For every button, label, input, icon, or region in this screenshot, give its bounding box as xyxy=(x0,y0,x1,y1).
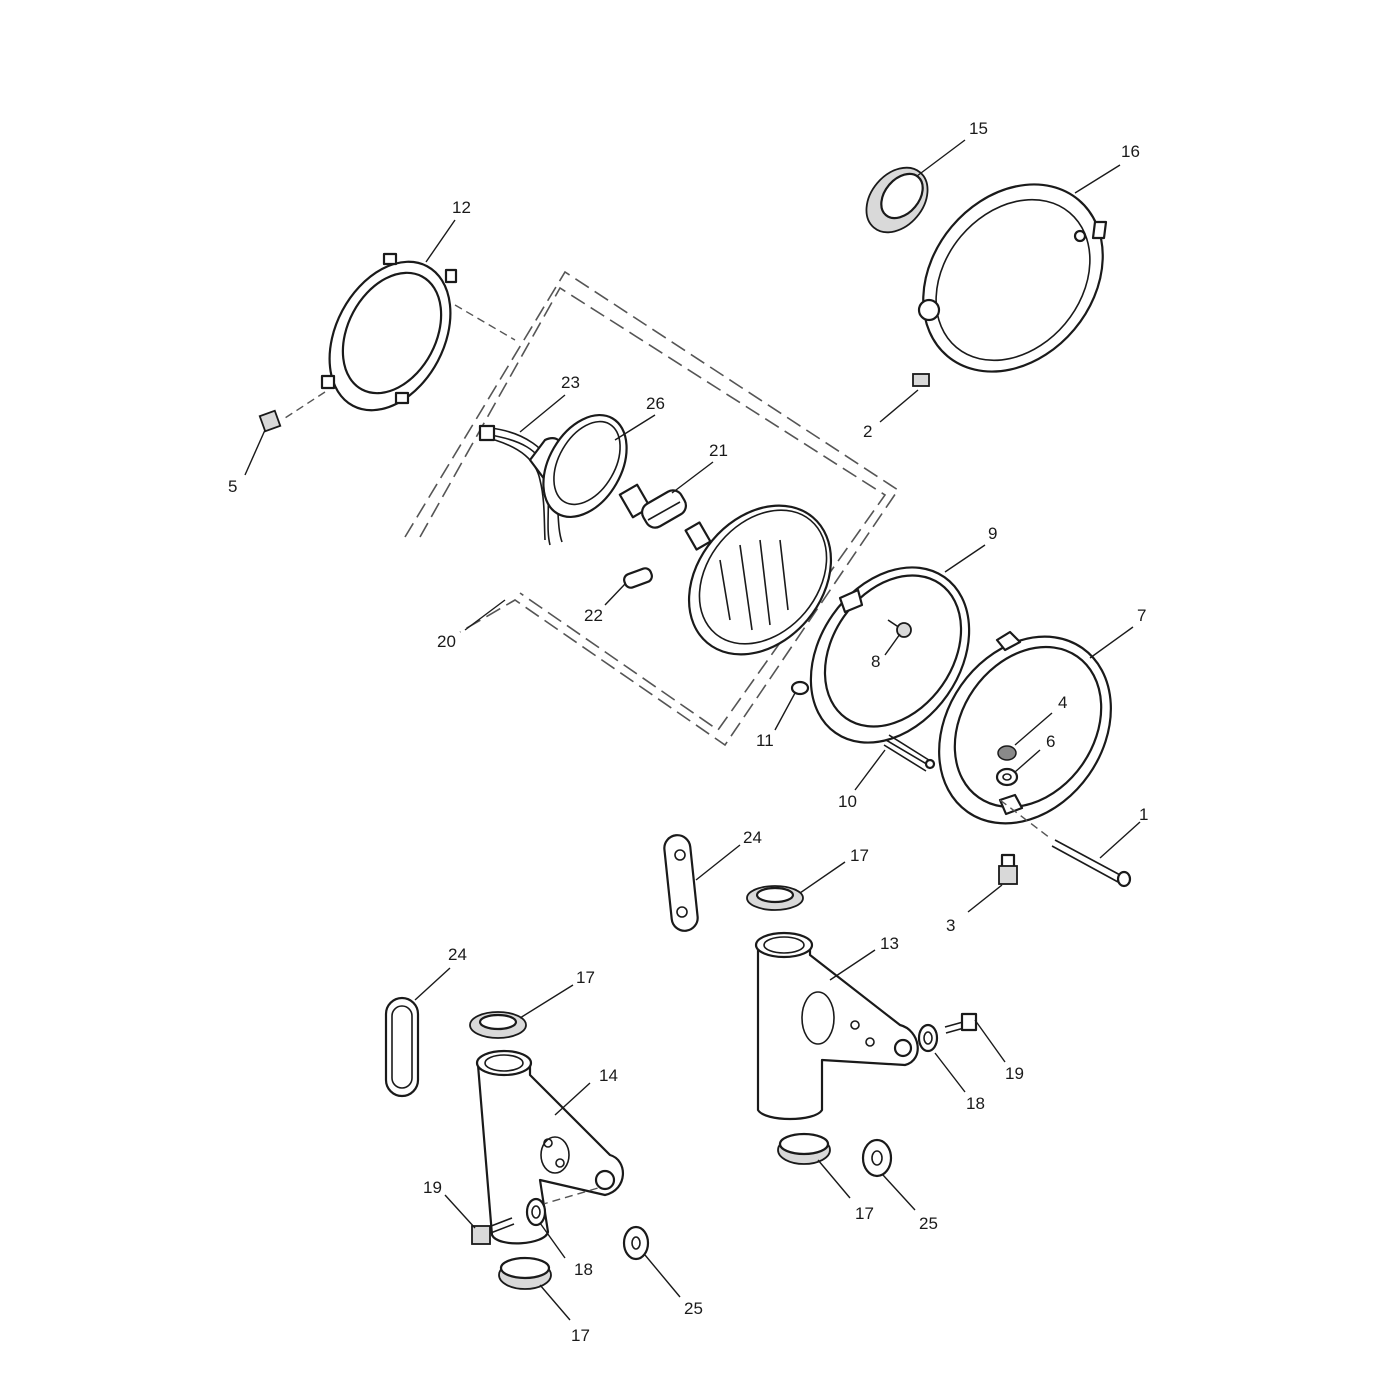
part-26-reflector xyxy=(542,413,628,519)
part-17-rubber-washer-lower-right xyxy=(777,1132,831,1165)
callout-1: 1 xyxy=(1139,805,1148,824)
callout-24-lower: 24 xyxy=(448,945,467,964)
part-12-headlamp-rim xyxy=(284,252,516,419)
part-18-washer-right xyxy=(917,1023,939,1053)
callout-18-left: 18 xyxy=(574,1260,593,1279)
callout-17-upper-left: 17 xyxy=(576,968,595,987)
part-24-rubber-pad-lower xyxy=(384,996,420,1098)
part-2-screw xyxy=(912,373,930,387)
callout-2: 2 xyxy=(863,422,872,441)
callout-18-right: 18 xyxy=(966,1094,985,1113)
callout-17-upper-right: 17 xyxy=(850,846,869,865)
part-25-washer-right xyxy=(861,1138,893,1178)
callout-12: 12 xyxy=(452,198,471,217)
callout-3: 3 xyxy=(946,916,955,935)
part-3-bolt xyxy=(998,853,1018,885)
part-23-bulb-holder-harness xyxy=(478,424,563,546)
part-10-spring xyxy=(883,734,936,772)
part-22-pilot-bulb xyxy=(623,567,653,589)
leader-lines xyxy=(244,139,1141,1321)
part-14-left-bracket xyxy=(475,1049,624,1245)
part-4-nut xyxy=(997,745,1017,761)
callout-25-right: 25 xyxy=(919,1214,938,1233)
callout-17-lower-right: 17 xyxy=(855,1204,874,1223)
part-17-rubber-washer-lower-left xyxy=(498,1256,552,1290)
part-7-outer-rim xyxy=(938,630,1112,825)
part-18-washer-left xyxy=(525,1197,547,1227)
part-13-right-bracket xyxy=(754,931,919,1120)
part-17-rubber-washer-upper-right xyxy=(746,885,804,911)
part-9-mounting-ring xyxy=(809,566,971,744)
callout-13: 13 xyxy=(880,934,899,953)
callout-7: 7 xyxy=(1137,606,1146,625)
part-21-headlamp-bulb xyxy=(618,483,687,529)
headlamp-lens-unit xyxy=(684,504,833,656)
part-5-clip-nut xyxy=(258,409,282,433)
part-19-bolt-right xyxy=(944,1012,978,1034)
callout-9: 9 xyxy=(988,524,997,543)
callout-5: 5 xyxy=(228,477,237,496)
part-17-rubber-washer-upper-left xyxy=(469,1011,527,1039)
callout-19-right: 19 xyxy=(1005,1064,1024,1083)
callout-23: 23 xyxy=(561,373,580,392)
callout-21: 21 xyxy=(709,441,728,460)
callout-10: 10 xyxy=(838,792,857,811)
callout-16: 16 xyxy=(1121,142,1140,161)
part-16-headlamp-shell xyxy=(917,183,1108,373)
callout-24-upper: 24 xyxy=(743,828,762,847)
part-25-washer-left xyxy=(622,1225,650,1261)
part-19-bolt-left xyxy=(471,1217,515,1245)
part-1-long-bolt xyxy=(999,799,1132,888)
headlamp-unit-assembly-outline xyxy=(404,270,900,747)
part-11-washer xyxy=(790,680,810,696)
callout-17-lower-left: 17 xyxy=(571,1326,590,1345)
part-6-washer xyxy=(995,767,1019,787)
part-24-link-plate-upper xyxy=(663,834,699,932)
callout-15: 15 xyxy=(969,119,988,138)
callout-4: 4 xyxy=(1058,693,1067,712)
callout-8: 8 xyxy=(871,652,880,671)
callout-6: 6 xyxy=(1046,732,1055,751)
callout-labels: 1 2 3 4 5 6 7 8 9 10 11 12 13 14 15 16 1… xyxy=(228,119,1148,1345)
callout-25-left: 25 xyxy=(684,1299,703,1318)
callout-26: 26 xyxy=(646,394,665,413)
callout-20: 20 xyxy=(437,632,456,651)
callout-11: 11 xyxy=(756,731,774,750)
callout-19-left: 19 xyxy=(423,1178,442,1197)
callout-22: 22 xyxy=(584,606,603,625)
part-15-grommet xyxy=(865,166,929,234)
part-8-screw xyxy=(887,619,912,638)
callout-14: 14 xyxy=(599,1066,618,1085)
